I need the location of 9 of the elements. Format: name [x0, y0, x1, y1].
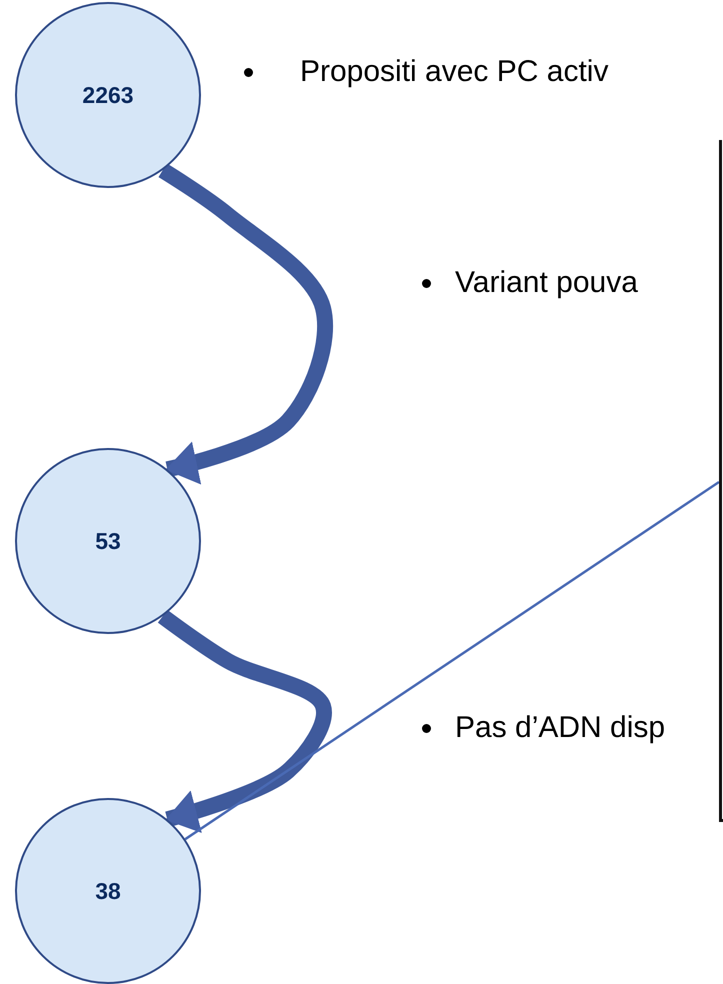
node-number: 2263	[82, 82, 134, 108]
bullet-text: Propositi avec PC activ	[300, 54, 608, 90]
bullet-text: Variant pouva	[455, 265, 638, 301]
bullet-text: Pas d’ADN disp	[455, 710, 666, 746]
node-number: 38	[95, 878, 121, 904]
curved-arrow	[158, 163, 333, 484]
connector-line	[184, 480, 720, 840]
curved-arrow	[158, 610, 332, 833]
node-number: 53	[95, 528, 121, 554]
